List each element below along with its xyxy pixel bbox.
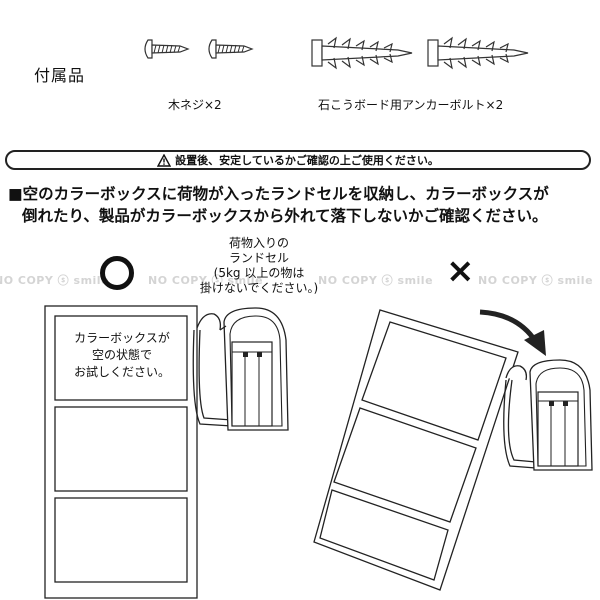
wood-screw-icon: [144, 39, 254, 59]
box-instruction-text: カラーボックスが 空の状態で お試しください。: [58, 330, 186, 381]
anchor-bolt-1: [311, 36, 413, 70]
box-text-line: カラーボックスが: [74, 331, 170, 345]
tilted-box-shelf-middle: [333, 407, 477, 523]
watermark: NO COPY ⓢ smile: [318, 274, 434, 287]
warning-bar: 設置後、安定しているかご確認の上ご使用ください。: [5, 150, 591, 170]
bag-caption-line: (5kg 以上の物は: [213, 266, 305, 280]
notice-line-1: ■空のカラーボックスに荷物が入ったランドセルを収納し、カラーボックスが: [8, 185, 549, 203]
school-bag-icon: [503, 359, 593, 471]
watermark: NO COPY ⓢ smile: [478, 274, 594, 287]
wood-screw-1: [144, 39, 190, 59]
anchor-bolt-2: [427, 36, 529, 70]
box-shelf-top: [54, 315, 188, 401]
curved-arrow-icon: [479, 309, 539, 344]
bag-caption-line: 掛けないでください。): [199, 281, 319, 295]
accessories-title: 付属品: [34, 66, 86, 85]
bag-caption: 荷物入りの ランドセル (5kg 以上の物は 掛けないでください。): [198, 236, 320, 296]
bag-caption-line: ランドセル: [228, 251, 289, 265]
watermark: NO COPY ⓢ smile: [148, 274, 264, 287]
tilted-box-shelf-top: [361, 321, 507, 441]
wood-screw-label: 木ネジ×2: [168, 98, 222, 112]
tilted-color-box-illustration: [313, 309, 593, 591]
box-text-line: 空の状態で: [91, 348, 152, 362]
watermark: NO COPY ⓢ smile: [0, 274, 110, 287]
anchor-bolt-icon: [311, 36, 529, 70]
box-shelf-middle: [54, 406, 188, 492]
tilted-box-shelf-bottom: [319, 489, 449, 581]
anchor-bolt-label: 石こうボード用アンカーボルト×2: [318, 98, 504, 112]
box-text-line: お試しください。: [73, 365, 170, 379]
warning-triangle-icon: [157, 153, 172, 167]
bag-caption-line: 荷物入りの: [228, 236, 289, 250]
wood-screw-2: [208, 39, 254, 59]
box-shelf-bottom: [54, 497, 188, 583]
warning-text: 設置後、安定しているかご確認の上ご使用ください。: [175, 154, 439, 167]
cross-ng-mark: ×: [446, 251, 475, 291]
circle-ok-mark: [100, 256, 134, 290]
upright-color-box-illustration: [44, 305, 289, 599]
notice-line-2: 倒れたり、製品がカラーボックスから外れて落下しないかご確認ください。: [22, 207, 548, 225]
curved-arrow-head: [524, 330, 546, 356]
notice-block: ■空のカラーボックスに荷物が入ったランドセルを収納し、カラーボックスが 倒れたり…: [8, 183, 598, 227]
school-bag-icon: [192, 307, 289, 431]
